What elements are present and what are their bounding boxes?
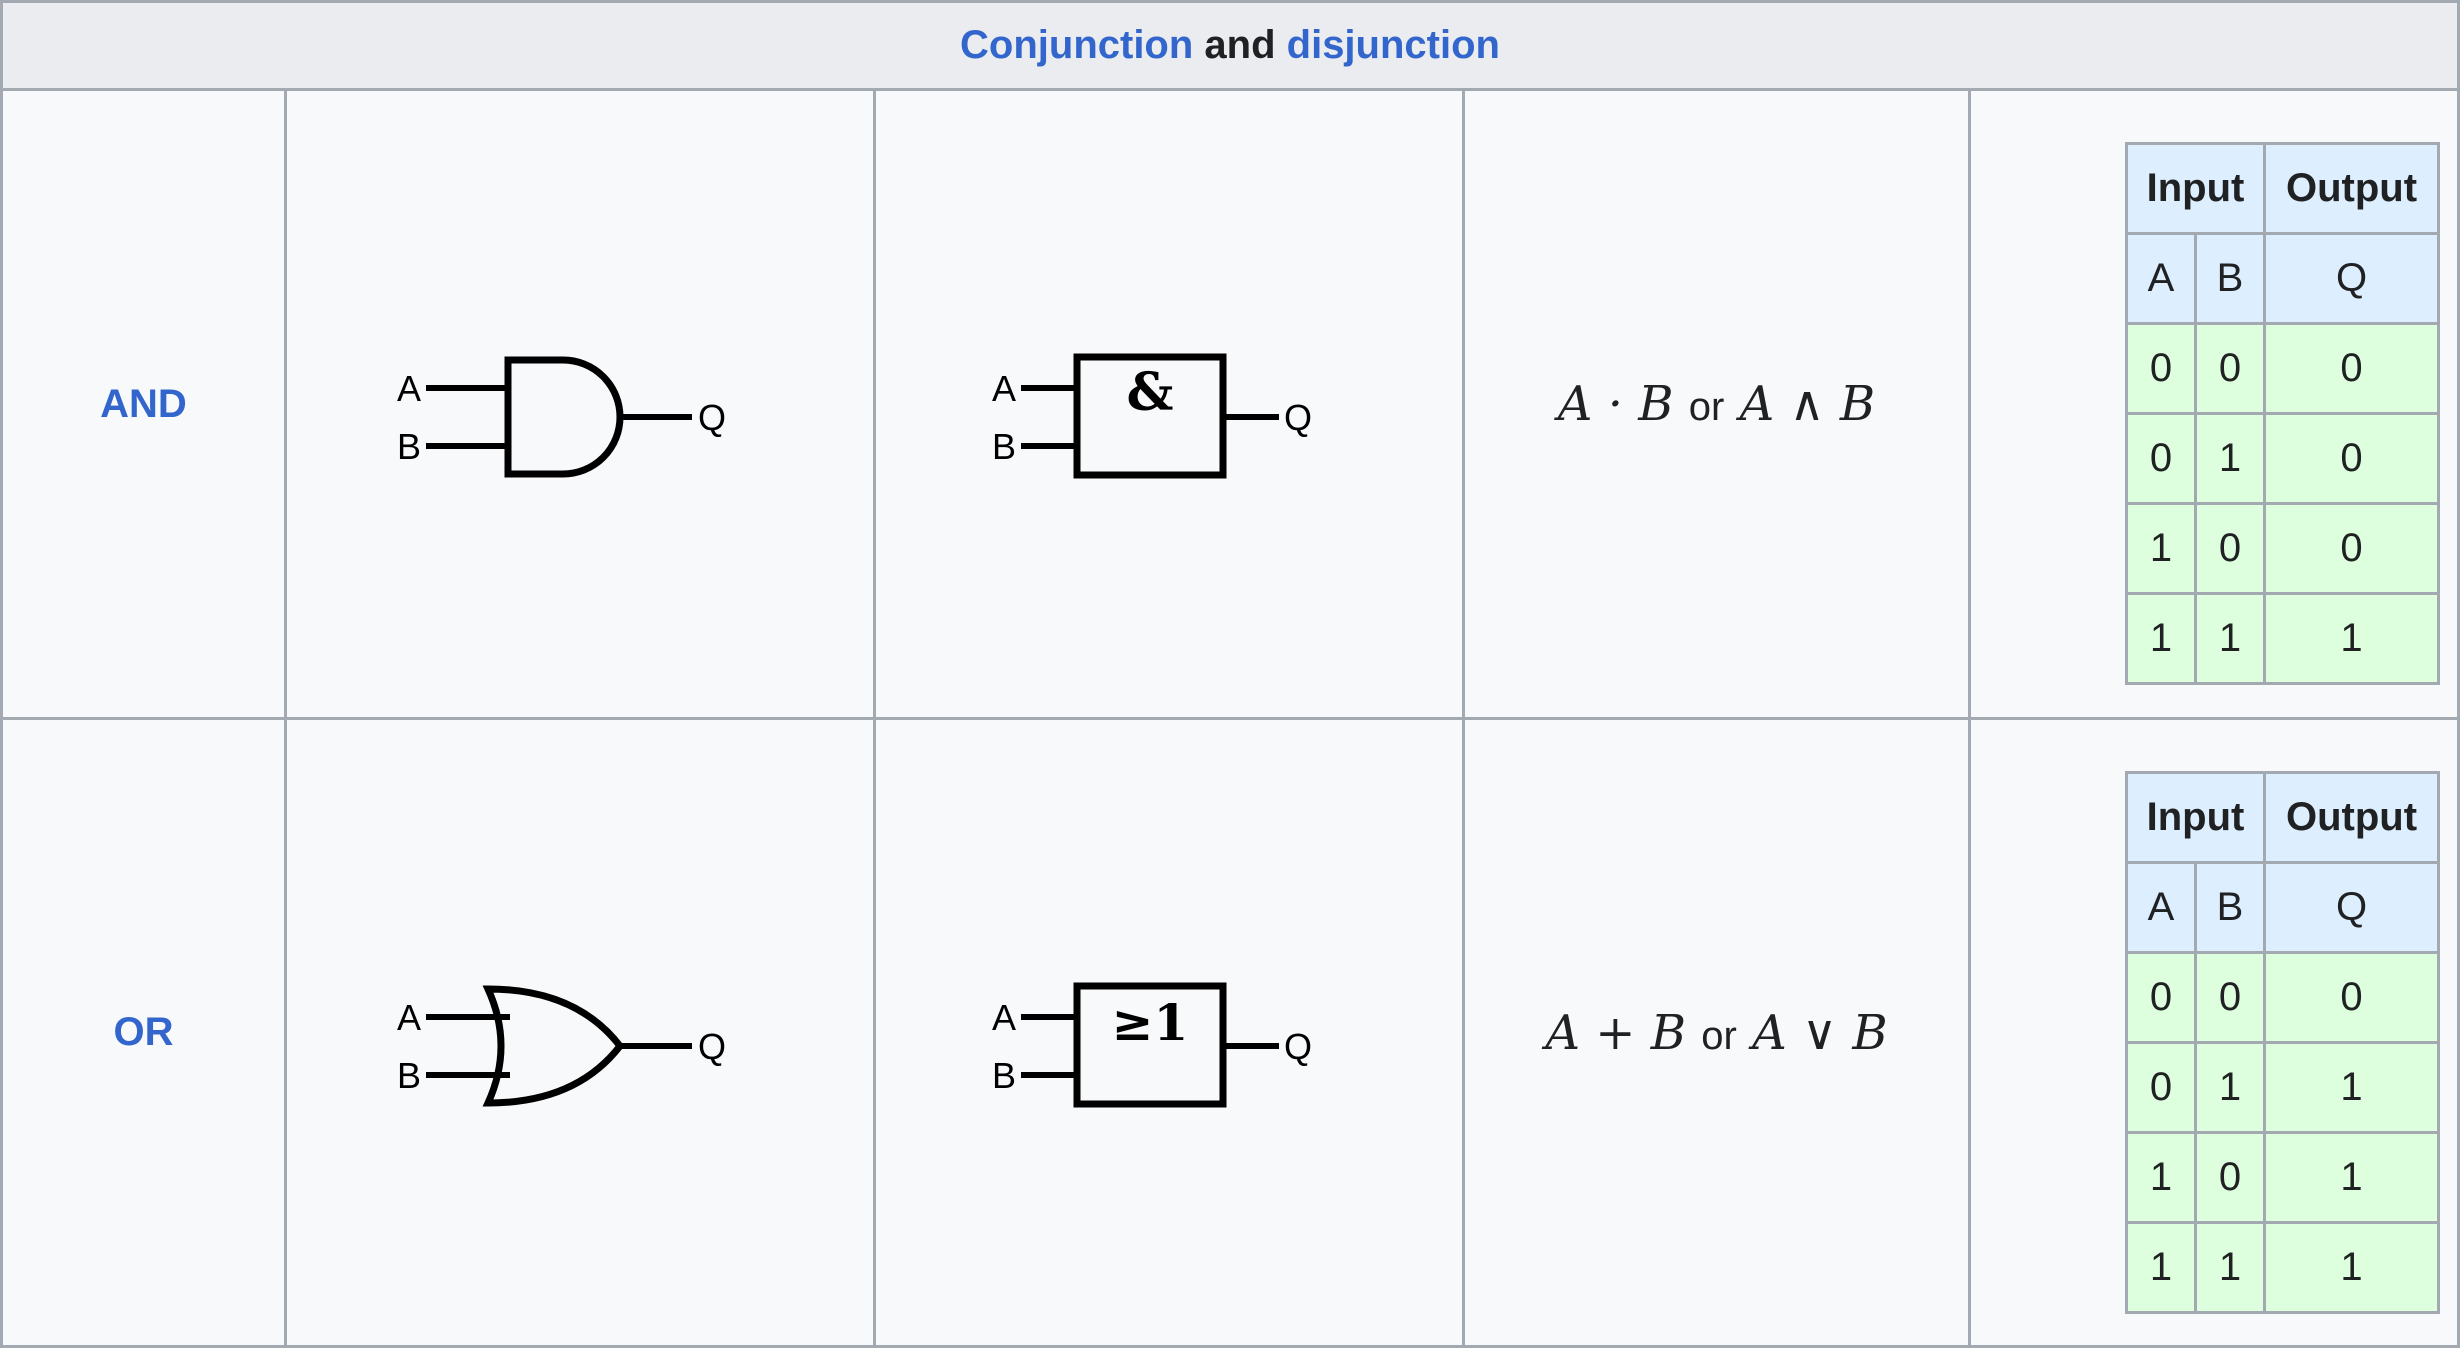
truth-table-and: Input Output A B Q 0 0 0 0 1 0 1 0 0: [2125, 142, 2440, 685]
table-cell: 0: [2263, 322, 2440, 415]
boolean-expression: A + B or A ∨ B: [1545, 1005, 1887, 1061]
and-word: and: [1193, 23, 1287, 67]
table-cell: 1: [2125, 502, 2197, 595]
table-cell: 1: [2194, 592, 2266, 685]
input-label-b: B: [992, 426, 1016, 467]
table-cell: 1: [2263, 592, 2440, 685]
boolean-expression: A · B or A ∧ B: [1558, 376, 1875, 432]
table-title: Conjunction and disjunction: [960, 23, 1500, 68]
table-cell: 1: [2263, 1221, 2440, 1314]
output-group-header: Output: [2263, 142, 2440, 235]
input-label-b: B: [397, 1055, 421, 1096]
and-truth-table-cell: Input Output A B Q 0 0 0 0 1 0 1 0 0: [1968, 88, 2460, 720]
input-label-a: A: [397, 997, 421, 1038]
iec-label: &: [1127, 362, 1174, 423]
table-row: 0 1 0: [2125, 412, 2440, 505]
table-header: Conjunction and disjunction: [0, 0, 2460, 91]
gate-name-and[interactable]: AND: [100, 381, 187, 426]
table-row: 0 1 1: [2125, 1041, 2440, 1134]
table-cell: 0: [2125, 951, 2197, 1044]
input-label-a: A: [397, 368, 421, 409]
gate-name-or[interactable]: OR: [113, 1010, 174, 1054]
table-cell: 0: [2194, 322, 2266, 415]
table-cell: 1: [2263, 1041, 2440, 1134]
table-cell: 0: [2125, 1041, 2197, 1134]
column-header-q: Q: [2263, 232, 2440, 325]
and-distinctive-symbol-cell: A B Q: [284, 88, 876, 720]
iec-label: ≥1: [1112, 993, 1189, 1052]
table-cell: 0: [2194, 951, 2266, 1044]
table-row: 0 0 0: [2125, 322, 2440, 415]
column-header-b: B: [2194, 861, 2266, 954]
expr-or: or: [1688, 385, 1725, 429]
table-cell: 1: [2125, 592, 2197, 685]
table-cell: 0: [2125, 322, 2197, 415]
and-gate-symbol: A B Q: [397, 356, 726, 478]
input-group-header: Input: [2125, 771, 2266, 864]
table-row: 1 0 0: [2125, 502, 2440, 595]
output-label-q: Q: [698, 1026, 726, 1067]
or-gate-symbol: A B Q: [397, 984, 726, 1107]
table-cell: 0: [2125, 412, 2197, 505]
and-expression-cell: A · B or A ∧ B: [1462, 88, 1971, 720]
column-header-q: Q: [2263, 861, 2440, 954]
or-truth-table-cell: Input Output A B Q 0 0 0 0 1 1 1 0 1: [1968, 717, 2460, 1348]
input-label-a: A: [992, 368, 1016, 409]
expr-right: A ∨ B: [1752, 1004, 1888, 1061]
disjunction-link[interactable]: disjunction: [1286, 23, 1500, 67]
input-label-b: B: [397, 426, 421, 467]
table-cell: 0: [2263, 502, 2440, 595]
and-iec-symbol: & A B Q: [992, 353, 1312, 479]
table-cell: 0: [2263, 412, 2440, 505]
table-row: 1 0 1: [2125, 1131, 2440, 1224]
input-label-b: B: [992, 1055, 1016, 1096]
truth-table-or: Input Output A B Q 0 0 0 0 1 1 1 0 1: [2125, 771, 2440, 1314]
table-cell: 0: [2263, 951, 2440, 1044]
table-cell: 1: [2125, 1131, 2197, 1224]
output-group-header: Output: [2263, 771, 2440, 864]
column-header-b: B: [2194, 232, 2266, 325]
expr-or: or: [1701, 1013, 1737, 1058]
or-expression-cell: A + B or A ∨ B: [1462, 717, 1971, 1348]
table-cell: 1: [2194, 412, 2266, 505]
output-label-q: Q: [698, 397, 726, 438]
table-row: 1 1 1: [2125, 1221, 2440, 1314]
expr-left: A · B: [1557, 376, 1674, 432]
and-name-cell: AND: [0, 88, 287, 720]
table-cell: 1: [2263, 1131, 2440, 1224]
table-cell: 1: [2125, 1221, 2197, 1314]
table-cell: 1: [2194, 1041, 2266, 1134]
input-group-header: Input: [2125, 142, 2266, 235]
or-iec-symbol-cell: ≥1 A B Q: [873, 717, 1465, 1348]
expr-left: A + B: [1545, 1004, 1686, 1061]
or-distinctive-symbol-cell: A B Q: [284, 717, 876, 1348]
output-label-q: Q: [1284, 397, 1312, 438]
table-cell: 0: [2194, 502, 2266, 595]
and-iec-symbol-cell: & A B Q: [873, 88, 1465, 720]
column-header-a: A: [2125, 232, 2197, 325]
output-label-q: Q: [1284, 1026, 1312, 1067]
or-name-cell: OR: [0, 717, 287, 1348]
table-row: 0 0 0: [2125, 951, 2440, 1044]
table-cell: 1: [2194, 1221, 2266, 1314]
input-label-a: A: [992, 997, 1016, 1038]
expr-right: A ∧ B: [1739, 376, 1876, 432]
column-header-a: A: [2125, 861, 2197, 954]
conjunction-link[interactable]: Conjunction: [960, 23, 1194, 67]
table-row: 1 1 1: [2125, 592, 2440, 685]
or-iec-symbol: ≥1 A B Q: [992, 982, 1312, 1107]
table-cell: 0: [2194, 1131, 2266, 1224]
